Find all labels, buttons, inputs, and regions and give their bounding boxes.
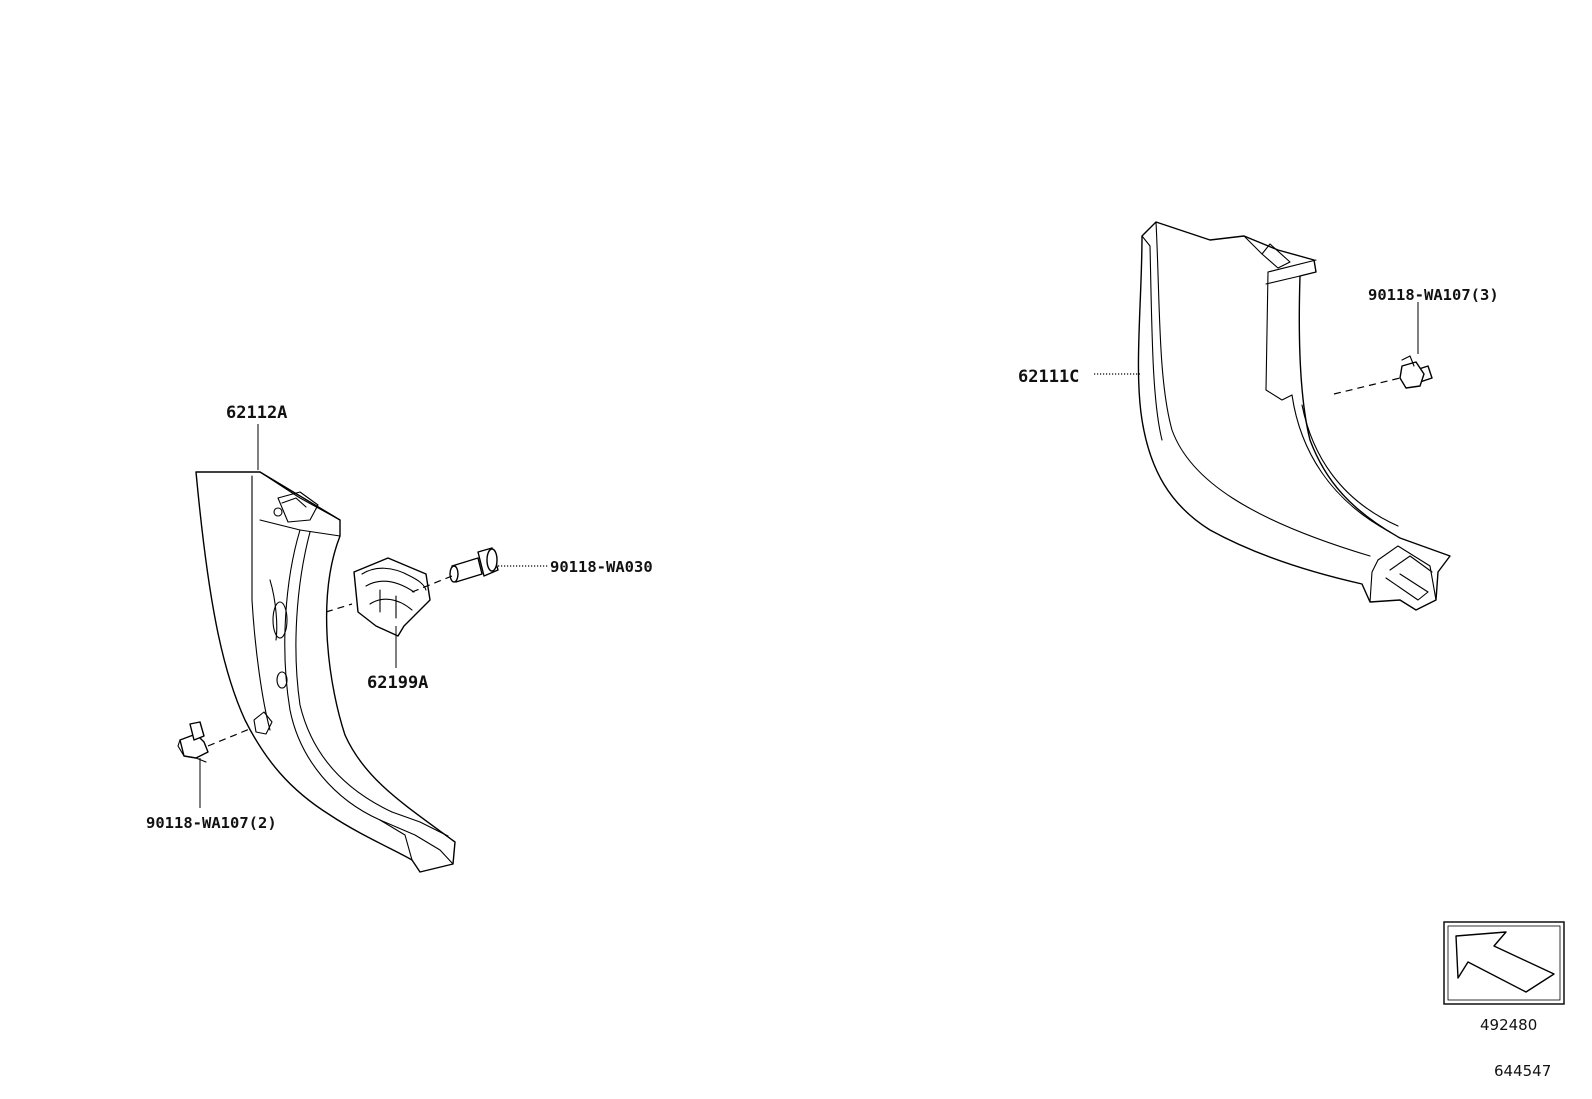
callout-62199a: 62199A (367, 673, 428, 693)
callout-62111c: 62111C (1018, 367, 1079, 387)
clip-left-90118-wa107 (177, 721, 209, 763)
callout-62112a: 62112A (226, 403, 287, 423)
clip-right-90118-wa107 (1399, 355, 1433, 389)
callout-90118-wa107-2: 90118-WA107(2) (146, 814, 277, 832)
callout-90118-wa030: 90118-WA030 (550, 558, 653, 576)
direction-ref-number: 492480 (1480, 1016, 1537, 1034)
front-direction-arrow-icon (1443, 921, 1565, 1005)
screw-90118-wa030 (449, 547, 499, 583)
panel-62112a (195, 471, 456, 873)
diagram-id: 644547 (1494, 1062, 1551, 1080)
panel-62111c (1137, 221, 1451, 611)
clip-bracket-62199a (353, 557, 431, 637)
callout-90118-wa107-3: 90118-WA107(3) (1368, 286, 1499, 304)
